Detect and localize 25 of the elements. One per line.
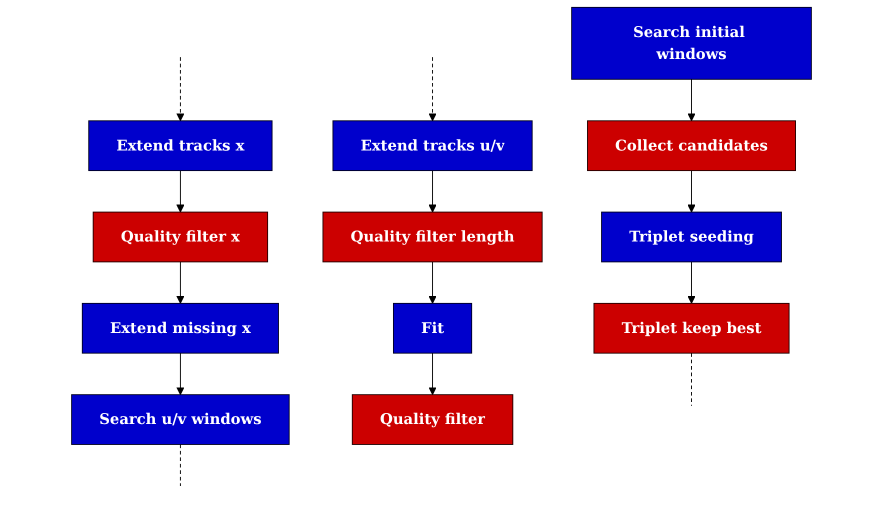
node-box: Extend tracks x <box>88 120 273 172</box>
node-box: Collect candidates <box>587 120 796 172</box>
node-box: Quality filter x <box>92 212 268 262</box>
node-box: Search initial windows <box>571 6 812 80</box>
node-box: Triplet seeding <box>601 212 782 262</box>
arrow <box>176 261 184 304</box>
node-box: Triplet keep best <box>593 302 790 354</box>
arrow <box>428 352 437 396</box>
arrow <box>428 261 437 304</box>
arrow <box>687 261 696 304</box>
node-box: Quality filter length <box>322 212 543 262</box>
arrow <box>176 170 184 212</box>
arrow <box>687 78 696 122</box>
node-box: Extend tracks u/v <box>332 120 533 172</box>
arrow <box>428 56 437 122</box>
node-box: Quality filter <box>352 394 514 445</box>
arrow <box>687 170 696 212</box>
connector <box>180 444 181 486</box>
node-box: Extend missing x <box>82 302 279 354</box>
connector <box>691 352 692 406</box>
node-box: Search u/v windows <box>71 394 290 445</box>
arrow <box>176 56 184 122</box>
arrow <box>176 352 184 396</box>
arrow <box>428 170 437 212</box>
node-box: Fit <box>392 302 472 354</box>
